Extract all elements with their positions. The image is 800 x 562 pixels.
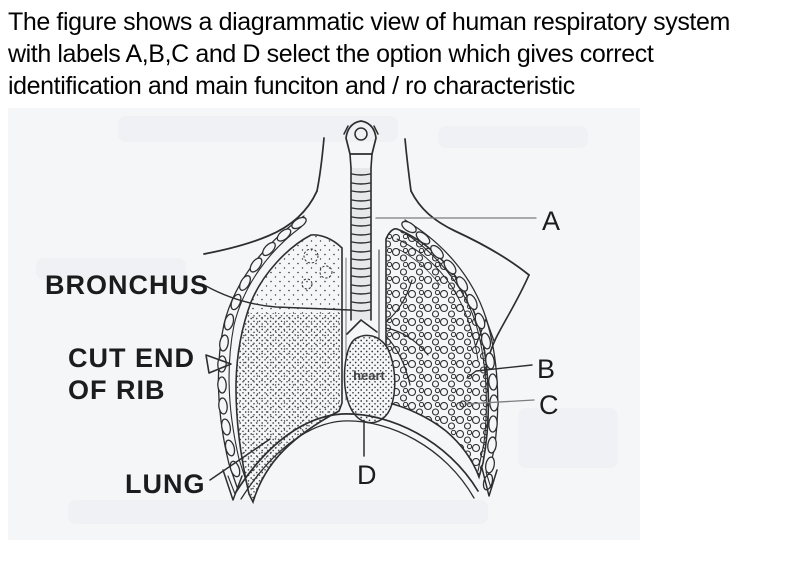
- heart: heart: [343, 334, 396, 424]
- cut-end-label-line1: CUT END: [68, 343, 195, 373]
- bronchial-branches: [385, 279, 429, 386]
- cut-end-label-line2: OF RIB: [68, 375, 166, 405]
- bronchus-label: BRONCHUS: [45, 270, 209, 300]
- right-costal-tip: [481, 467, 498, 497]
- pointer-lines: [205, 217, 537, 481]
- question-line-1: The figure shows a diagrammatic view of …: [8, 8, 730, 36]
- question-text: The figure shows a diagrammatic view of …: [8, 6, 798, 102]
- pointer-bronchus: [205, 285, 351, 311]
- diaphragm: [222, 413, 498, 501]
- bronchus-split: [346, 319, 378, 335]
- right-lung: [378, 228, 490, 480]
- label-b: B: [537, 354, 555, 384]
- label-c: C: [539, 390, 559, 420]
- trachea: [346, 167, 378, 335]
- diagram-labels: BRONCHUS CUT END OF RIB LUNG A B C D: [45, 206, 560, 499]
- question-line-2: with labels A,B,C and D select the optio…: [8, 40, 654, 68]
- larynx: [343, 120, 379, 169]
- question-line-3: identification and main funciton and / r…: [8, 72, 575, 100]
- lung-label: LUNG: [125, 469, 206, 499]
- label-a: A: [542, 206, 560, 236]
- pointer-b: [466, 364, 533, 379]
- heart-label: heart: [353, 368, 385, 383]
- respiratory-diagram: heart: [45, 120, 560, 505]
- figure-panel: heart: [8, 108, 640, 540]
- rib-cage: [217, 215, 499, 491]
- pointer-cut-end-arrow: [205, 354, 232, 374]
- left-costal-tip: [222, 469, 243, 501]
- pointer-c: [464, 399, 535, 405]
- pointer-lung: [209, 438, 271, 481]
- label-d: D: [357, 460, 377, 490]
- cut-rib-beads-left: [217, 216, 307, 478]
